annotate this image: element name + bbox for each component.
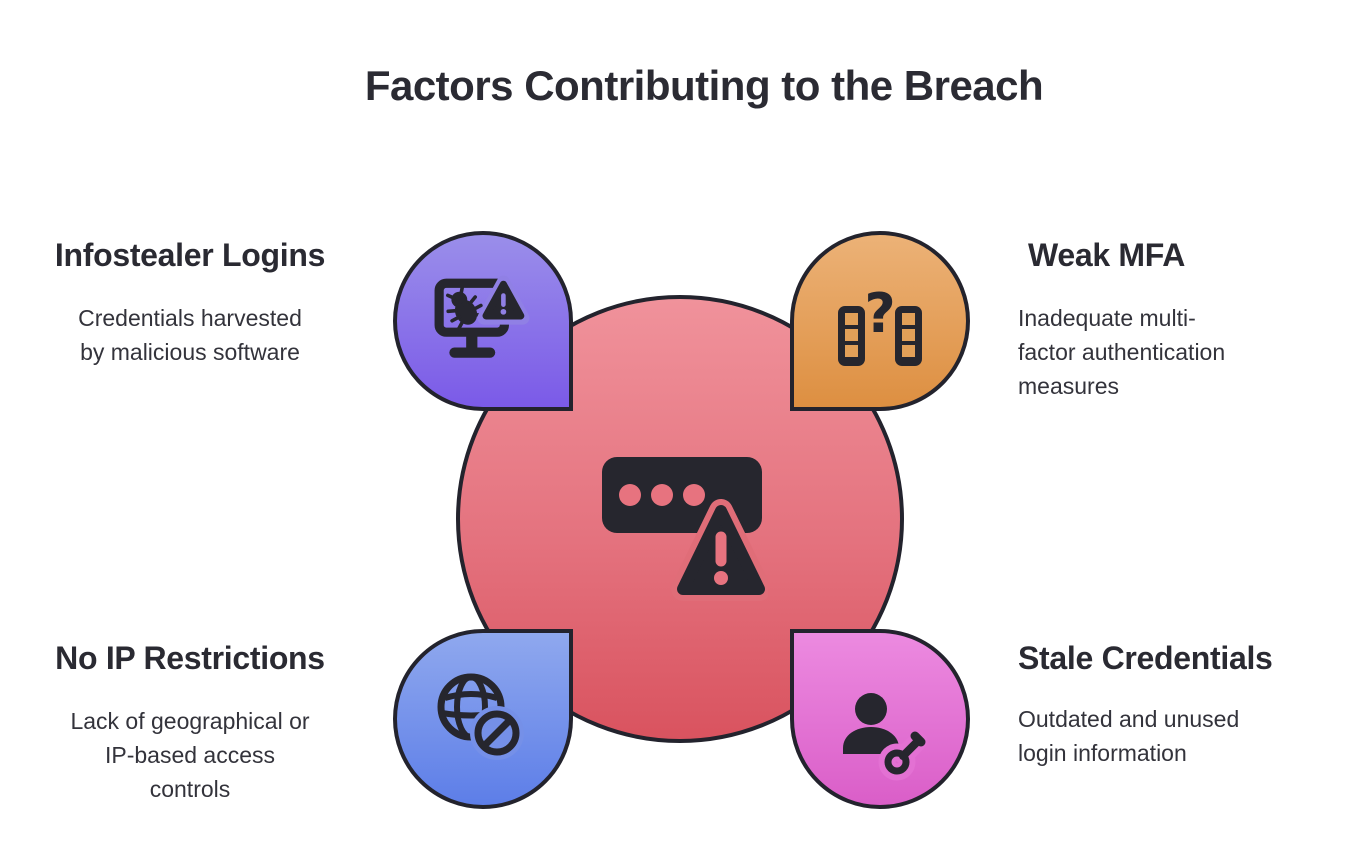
globe-blocked-icon <box>437 673 524 760</box>
factor-heading: Infostealer Logins <box>54 237 326 273</box>
svg-text:?: ? <box>864 282 895 345</box>
malware-monitor-icon <box>434 275 530 358</box>
mfa-question-icon: ? <box>838 282 922 366</box>
factor-body: Outdated and unused login information <box>1018 706 1240 767</box>
factor-body: Credentials harvested by malicious softw… <box>78 305 302 366</box>
bubble-stale-credentials <box>790 629 970 809</box>
factor-body: Inadequate multi- factor authentication … <box>1018 305 1226 400</box>
password-warning-icon <box>602 457 768 601</box>
factor-body: Lack of geographical or IP-based access … <box>70 708 310 803</box>
factor-heading: Weak MFA <box>1028 237 1186 273</box>
bubble-infostealer-logins <box>393 231 573 411</box>
factor-heading: No IP Restrictions <box>55 640 325 676</box>
page-title: Factors Contributing to the Breach <box>364 62 1044 109</box>
bubble-weak-mfa: ? <box>790 231 970 411</box>
factor-text-weak-mfa: Weak MFA Inadequate multi- factor authen… <box>1018 237 1348 403</box>
factor-text-stale-credentials: Stale Credentials Outdated and unused lo… <box>1018 640 1348 770</box>
factor-text-infostealer-logins: Infostealer Logins Credentials harvested… <box>20 237 360 369</box>
factor-heading: Stale Credentials <box>1018 640 1273 676</box>
factor-text-no-ip-restrictions: No IP Restrictions Lack of geographical … <box>20 640 360 806</box>
bubble-no-ip-restrictions <box>393 629 573 809</box>
user-key-icon <box>843 693 928 781</box>
